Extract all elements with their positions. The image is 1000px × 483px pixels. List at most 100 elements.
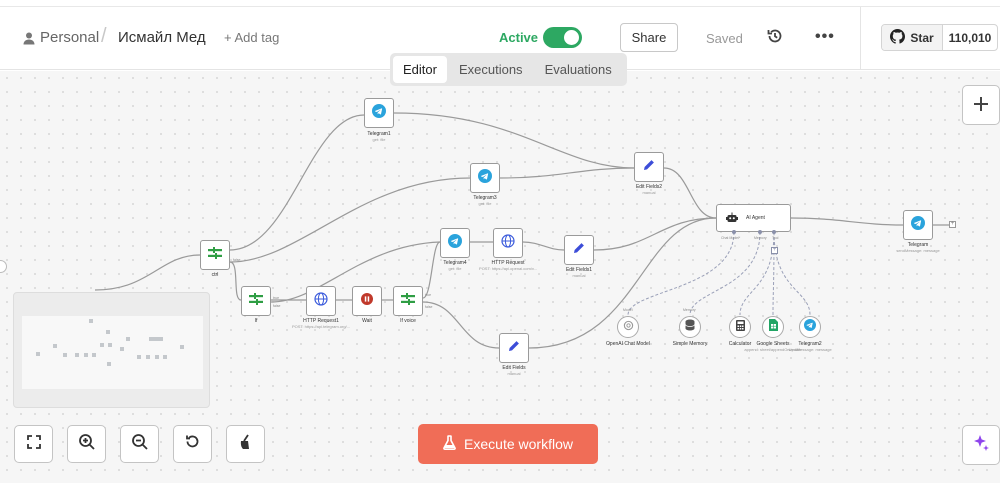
header-divider xyxy=(860,7,861,70)
node-openai-chat-model[interactable] xyxy=(617,316,639,338)
output-label: true xyxy=(273,296,280,300)
tidy-up-button[interactable] xyxy=(226,425,265,463)
node-edit-fields1[interactable] xyxy=(564,235,594,265)
minimap-node xyxy=(100,343,104,347)
saved-status: Saved xyxy=(706,31,743,46)
node-label: Calculator xyxy=(728,341,752,347)
agent-tool-port[interactable] xyxy=(772,230,776,234)
node-http-request1[interactable] xyxy=(306,286,336,316)
telegram-icon xyxy=(478,168,492,188)
node-telegram1[interactable] xyxy=(364,98,394,128)
node-telegram-send[interactable] xyxy=(903,210,933,240)
output-label: true xyxy=(425,293,432,297)
minimap-node xyxy=(108,343,112,347)
agent-memory-port[interactable] xyxy=(758,230,762,234)
agent-port-label: Tool xyxy=(772,236,779,240)
node-label: Google Sheets xyxy=(756,341,790,347)
pencil-icon xyxy=(572,241,586,260)
workflow-canvas[interactable] xyxy=(0,71,1000,483)
robot-icon xyxy=(726,212,738,225)
node-subtitle: append: sheet/appendOrUpdate xyxy=(744,347,802,352)
add-node-button[interactable] xyxy=(962,85,1000,125)
node-simple-memory[interactable] xyxy=(679,316,701,338)
node-wait[interactable] xyxy=(352,286,382,316)
node-label: HTTP Request1 xyxy=(303,318,339,324)
minimap-node xyxy=(137,355,141,359)
execute-workflow-label: Execute workflow xyxy=(464,436,573,452)
switch-icon xyxy=(207,246,223,265)
node-label: Telegram2 xyxy=(798,341,822,347)
node-telegram2[interactable] xyxy=(799,316,821,338)
calculator-icon xyxy=(735,318,745,336)
node-http-request[interactable] xyxy=(493,228,523,258)
node-google-sheets[interactable] xyxy=(762,316,784,338)
minimap-node xyxy=(146,355,150,359)
zoom-in-button[interactable] xyxy=(67,425,106,463)
node-switch-ctrl[interactable] xyxy=(200,240,230,270)
active-toggle[interactable] xyxy=(543,27,582,48)
node-subtitle: get: file xyxy=(478,201,492,206)
more-options-button[interactable]: ••• xyxy=(815,28,835,45)
node-if[interactable] xyxy=(241,286,271,316)
node-calculator[interactable] xyxy=(729,316,751,338)
node-if-voice[interactable] xyxy=(393,286,423,316)
plus-icon xyxy=(973,92,989,118)
github-star-button[interactable]: Star 110,010 xyxy=(881,24,998,51)
node-subtitle: sendMessage: message xyxy=(788,347,832,352)
output-label: false xyxy=(425,305,433,309)
globe-icon xyxy=(314,291,328,311)
tab-editor[interactable]: Editor xyxy=(393,56,447,83)
node-label: Edit Fields xyxy=(502,365,526,371)
node-label: ctrl xyxy=(211,272,219,278)
breadcrumb-project[interactable]: Personal xyxy=(22,29,99,46)
node-edit-fields[interactable] xyxy=(499,333,529,363)
node-label: AI Agent xyxy=(746,215,765,221)
minimap-node xyxy=(180,345,184,349)
sub-port-label: Memory xyxy=(683,308,696,312)
reset-zoom-button[interactable] xyxy=(173,425,212,463)
minimap-node xyxy=(36,352,40,356)
sub-port-label: Model xyxy=(623,308,633,312)
telegram-icon xyxy=(911,215,925,235)
execute-workflow-button[interactable]: Execute workflow xyxy=(418,424,598,464)
user-icon xyxy=(22,31,36,45)
canvas-minimap[interactable] xyxy=(13,292,210,408)
node-edit-fields2[interactable] xyxy=(634,152,664,182)
minimap-node xyxy=(155,355,159,359)
github-icon xyxy=(890,28,906,47)
ai-assistant-button[interactable] xyxy=(962,425,1000,465)
node-ai-agent[interactable]: AI Agent xyxy=(716,204,791,232)
zoom-out-button[interactable] xyxy=(120,425,159,463)
node-subtitle: manual xyxy=(507,371,521,376)
switch-icon xyxy=(248,292,264,311)
globe-icon xyxy=(501,233,515,253)
agent-model-port[interactable] xyxy=(732,230,736,234)
history-icon[interactable] xyxy=(766,27,786,47)
add-output-icon[interactable]: + xyxy=(949,221,956,228)
fit-view-button[interactable] xyxy=(14,425,53,463)
node-label: Simple Memory xyxy=(672,341,708,347)
top-divider xyxy=(0,6,1000,7)
minimap-node xyxy=(106,330,110,334)
node-subtitle: POST: https://api.telegram.org/... xyxy=(291,324,351,329)
minimap-node xyxy=(53,344,57,348)
switch-icon xyxy=(400,292,416,311)
add-tag-button[interactable]: + Add tag xyxy=(224,30,280,45)
zoom-out-icon xyxy=(131,433,149,456)
node-telegram-get[interactable] xyxy=(440,228,470,258)
telegram-icon xyxy=(448,233,462,253)
node-subtitle: get: file xyxy=(372,137,386,142)
minimap-node xyxy=(63,353,67,357)
minimap-node xyxy=(126,337,130,341)
node-telegram3[interactable] xyxy=(470,163,500,193)
pencil-icon xyxy=(642,158,656,177)
share-button[interactable]: Share xyxy=(620,23,678,52)
tab-executions[interactable]: Executions xyxy=(458,62,523,77)
minimap-node xyxy=(75,353,79,357)
sheets-icon xyxy=(768,318,778,336)
tab-evaluations[interactable]: Evaluations xyxy=(544,62,612,77)
output-label: false xyxy=(233,258,241,262)
add-tool-icon[interactable]: + xyxy=(771,247,778,254)
workflow-name[interactable]: Исмайл Мед xyxy=(118,29,206,46)
minimap-viewport[interactable] xyxy=(22,316,203,389)
